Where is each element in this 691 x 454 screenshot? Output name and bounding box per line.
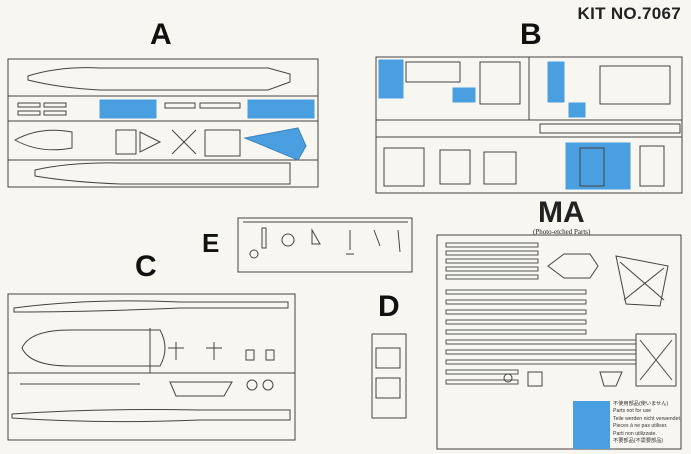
sprue-d [371, 333, 407, 419]
sprue-a [7, 58, 319, 188]
sprue-e-label: E [202, 228, 220, 258]
sprue-c [7, 293, 296, 441]
sprue-d-label: D [378, 290, 400, 323]
kit-number: KIT NO.7067 [577, 4, 681, 23]
sprue-a-label: A [150, 18, 172, 51]
sprue-b [375, 56, 683, 194]
legend-line: Parti non utilizzate. [613, 430, 657, 437]
sprue-b-label: B [520, 18, 542, 51]
legend-text: 不使用部品(使いません) Parts not for use Teile wer… [613, 401, 681, 445]
legend: 不使用部品(使いません) Parts not for use Teile wer… [573, 401, 685, 451]
sprue-ma-label: MA [538, 196, 585, 229]
legend-line: 不要部品(不需要部品) [613, 437, 664, 444]
legend-line: 不使用部品(使いません) [613, 401, 669, 407]
sprue-ma-subtitle: (Photo-etched Parts) [533, 228, 591, 236]
legend-swatch [573, 401, 610, 449]
sprue-c-label: C [135, 250, 157, 283]
legend-line: Teile werden nicht verwendet. [613, 415, 682, 422]
sprue-ma [436, 234, 682, 450]
legend-line: Parts not for use [613, 408, 652, 415]
legend-line: Pieces à ne pas utiliser. [613, 423, 668, 430]
sprue-e [237, 217, 413, 273]
